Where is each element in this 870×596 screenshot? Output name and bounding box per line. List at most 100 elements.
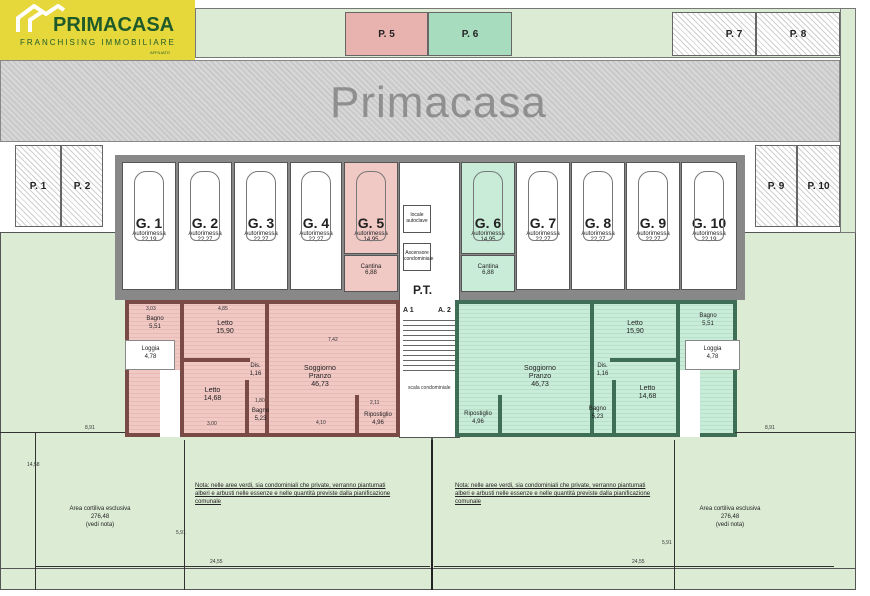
parking-p1: P. 1 xyxy=(15,145,61,227)
garage-label: G. 9 xyxy=(639,215,667,231)
car-icon xyxy=(528,171,558,241)
garden-divider xyxy=(431,440,433,590)
wall xyxy=(610,358,680,362)
dimension-ripostiglio-width: 2,11 xyxy=(370,400,380,406)
wall xyxy=(612,380,616,437)
note-left: Nota: nelle aree verdi, sia condominiali… xyxy=(195,483,391,505)
logo-brand: PRIMACASA xyxy=(53,14,175,36)
loggia-right xyxy=(685,340,740,370)
driveway xyxy=(0,60,840,142)
parking-p6: P. 6 xyxy=(428,12,512,56)
dimension-letto-width: 4,85 xyxy=(218,306,228,312)
dimension-label: 8,91 xyxy=(85,425,95,431)
right-strip xyxy=(840,8,856,233)
car-icon xyxy=(190,171,220,241)
parking-label: P. 10 xyxy=(807,180,830,192)
dimension-soggiorno-width: 7,42 xyxy=(328,337,338,343)
parking-label: P. 7 xyxy=(725,28,743,40)
car-icon xyxy=(246,171,276,241)
car-icon xyxy=(638,171,668,241)
logo-tagline: FRANCHISING IMMOBILIARE xyxy=(20,38,176,47)
garage-label: G. 7 xyxy=(529,215,557,231)
wall xyxy=(245,380,249,437)
cantina-label: Cantina xyxy=(360,264,382,270)
room-disimpegno: Dis.1,16 xyxy=(596,363,609,377)
garage-label: G. 3 xyxy=(247,215,275,231)
dimension-label: 5,91 xyxy=(662,540,672,546)
wall xyxy=(180,300,184,437)
dimension-line xyxy=(735,432,855,433)
house-logo-icon xyxy=(16,4,66,32)
staircase xyxy=(403,320,455,375)
dimension-line xyxy=(434,566,834,567)
parking-p5: P. 5 xyxy=(345,12,428,56)
elevator-label: Ascensore condominiale xyxy=(404,250,434,262)
locale-autoclave-label: locale autoclave xyxy=(406,212,428,224)
car-icon xyxy=(301,171,331,241)
stair-core xyxy=(399,162,460,438)
parking-p8: P. 8 xyxy=(756,12,840,56)
parking-label: P. 8 xyxy=(789,28,807,40)
wall xyxy=(498,395,502,437)
entrance-a2: A. 2 xyxy=(438,307,451,314)
car-icon xyxy=(134,171,164,241)
logo: PRIMACASA FRANCHISING IMMOBILIARE AFFILI… xyxy=(0,0,195,60)
garage-type: Autorimessa xyxy=(471,231,505,237)
watermark: Primacasa xyxy=(330,78,547,127)
dimension-letto2-width: 3,00 xyxy=(207,421,217,427)
dimension-label: 24,55 xyxy=(632,559,645,565)
terrace-left xyxy=(160,370,180,437)
parking-p10: P. 10 xyxy=(797,145,840,227)
locale-autoclave: locale autoclave xyxy=(403,205,431,233)
dimension-label: 8,91 xyxy=(765,425,775,431)
garage-label: G. 5 xyxy=(357,215,385,231)
garage-label: G. 4 xyxy=(302,215,330,231)
cantina-area: 6,88 xyxy=(365,270,377,276)
parking-p2: P. 2 xyxy=(61,145,103,227)
car-icon xyxy=(356,171,386,241)
wall xyxy=(180,358,250,362)
car-icon xyxy=(583,171,613,241)
dimension-bagno-width: 3,03 xyxy=(146,306,156,312)
parking-label: P. 2 xyxy=(73,180,91,192)
courtyard-lower-line xyxy=(0,568,856,569)
parking-label: P. 1 xyxy=(29,180,47,192)
garage-type: Autorimessa xyxy=(581,231,615,237)
dimension-label: 14,58 xyxy=(27,462,40,468)
scala-label: scala condominiale xyxy=(408,385,451,391)
dimension-line xyxy=(184,440,185,590)
wall xyxy=(676,300,680,437)
parking-p9: P. 9 xyxy=(755,145,797,227)
note-right: Nota: nelle aree verdi, sia condominiali… xyxy=(455,483,651,505)
garage-label: G. 6 xyxy=(474,215,502,231)
garage-type: Autorimessa xyxy=(244,231,278,237)
dimension-bagno2-width: 1,80 xyxy=(255,398,265,404)
dimension-soggiorno-lower: 4,10 xyxy=(316,420,326,426)
floor-label: P.T. xyxy=(413,283,433,297)
garage-label: G. 8 xyxy=(584,215,612,231)
garage-type: Autorimessa xyxy=(188,231,222,237)
wall xyxy=(590,300,594,437)
garage-type: Autorimessa xyxy=(692,231,726,237)
elevator: Ascensore condominiale xyxy=(403,243,434,271)
